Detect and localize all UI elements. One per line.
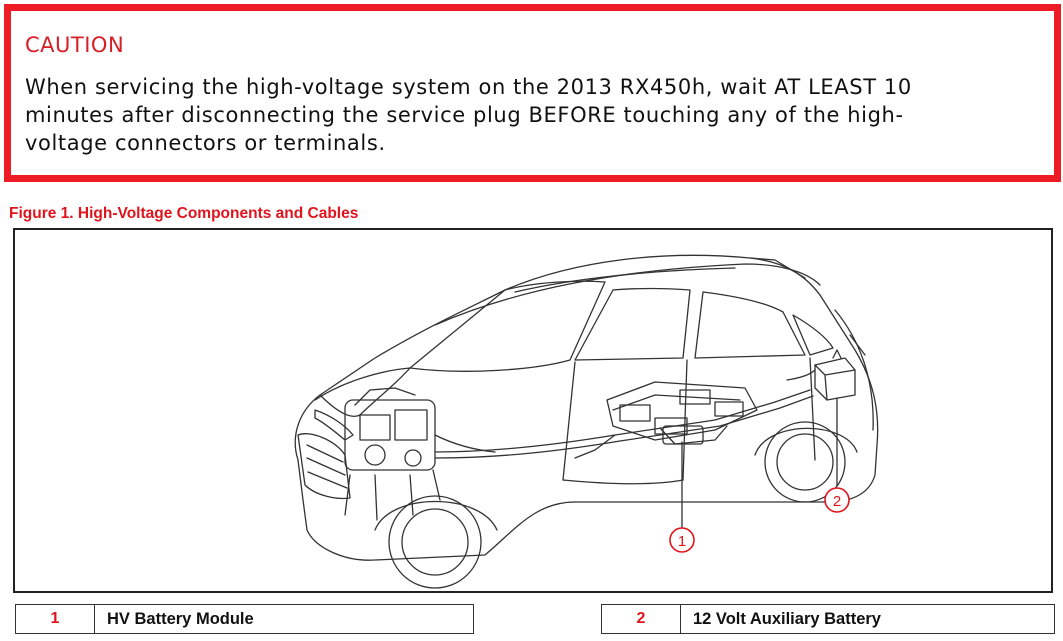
rear-side-window [694,291,806,359]
front-side-window [574,287,691,361]
legend-number: 1 [16,605,95,633]
vehicle-line-drawing: 1 2 [294,254,879,589]
legend-item-2: 2 12 Volt Auxiliary Battery [601,604,1055,634]
hood [314,367,411,416]
legend-label: 12 Volt Auxiliary Battery [693,609,881,628]
engine-assembly [344,387,496,521]
caution-box: CAUTION When servicing the high-voltage … [4,4,1061,182]
caution-title: CAUTION [25,33,125,57]
front-wheel [388,495,482,589]
12-volt-auxiliary-battery [786,349,856,401]
callout-1: 1 [669,527,695,553]
windshield [409,280,606,372]
legend-number: 2 [602,605,681,633]
caution-body: When servicing the high-voltage system o… [25,75,912,155]
hv-battery-module [606,381,758,445]
callout-1-label: 1 [678,533,686,550]
legend-label: HV Battery Module [107,609,254,628]
rear-wheel [764,421,846,503]
callout-2: 2 [824,487,850,513]
callout-2-label: 2 [833,493,841,510]
legend-item-1: 1 HV Battery Module [15,604,474,634]
car-body-outline [294,254,879,561]
figure-caption: Figure 1. High-Voltage Components and Ca… [9,205,359,222]
grille [297,433,351,500]
figure-frame: 1 2 [13,228,1053,593]
